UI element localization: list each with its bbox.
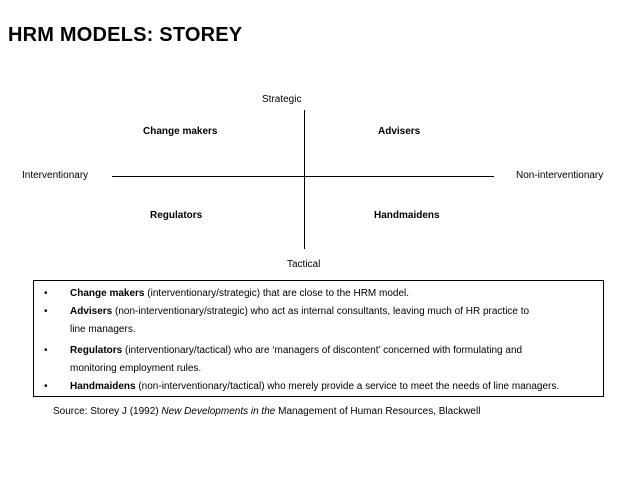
quadrant-advisers: Advisers	[378, 126, 421, 137]
bullet-text: (non-interventionary/tactical) who merel…	[135, 381, 560, 392]
bullet-term: Handmaidens	[70, 381, 136, 392]
horizontal-axis	[112, 176, 494, 177]
bullet-regulators: Regulators (interventionary/tactical) wh…	[70, 345, 522, 357]
page-title: HRM MODELS: STOREY	[8, 24, 243, 46]
axis-label-interventionary: Interventionary	[22, 170, 89, 181]
bullet-icon: •	[44, 288, 48, 299]
bullet-term: Change makers	[70, 288, 145, 299]
bullet-text: (interventionary/tactical) who are ‘mana…	[122, 345, 523, 356]
quadrant-regulators: Regulators	[150, 210, 203, 221]
source-book-title: New Developments in the	[161, 406, 276, 417]
bullet-text: (non-interventionary/strategic) who act …	[112, 306, 530, 317]
bullet-icon: •	[44, 306, 48, 317]
source-suffix: , Blackwell	[433, 406, 481, 417]
bullet-change-makers: Change makers (interventionary/strategic…	[70, 288, 409, 300]
bullet-handmaidens: Handmaidens (non-interventionary/tactica…	[70, 381, 559, 393]
source-citation: Source: Storey J (1992) New Developments…	[53, 406, 480, 417]
bullet-term: Regulators	[70, 345, 123, 356]
bullet-regulators-continued: monitoring employment rules.	[70, 363, 202, 374]
quadrant-change-makers: Change makers	[143, 126, 218, 137]
bullet-term: Advisers	[70, 306, 113, 317]
bullet-icon: •	[44, 381, 48, 392]
axis-label-non-interventionary: Non-interventionary	[516, 170, 604, 181]
source-middle: Management of Human Resources	[275, 406, 434, 417]
source-prefix: Source: Storey J (1992)	[53, 406, 162, 417]
vertical-axis	[304, 110, 305, 249]
definitions-box: • Change makers (interventionary/strateg…	[33, 280, 604, 397]
quadrant-handmaidens: Handmaidens	[374, 210, 440, 221]
bullet-advisers-continued: line managers.	[70, 324, 136, 335]
bullet-icon: •	[44, 345, 48, 356]
axis-label-tactical: Tactical	[287, 259, 321, 270]
axis-label-strategic: Strategic	[262, 94, 302, 105]
bullet-advisers: Advisers (non-interventionary/strategic)…	[70, 306, 529, 318]
bullet-text: (interventionary/strategic) that are clo…	[144, 288, 410, 299]
